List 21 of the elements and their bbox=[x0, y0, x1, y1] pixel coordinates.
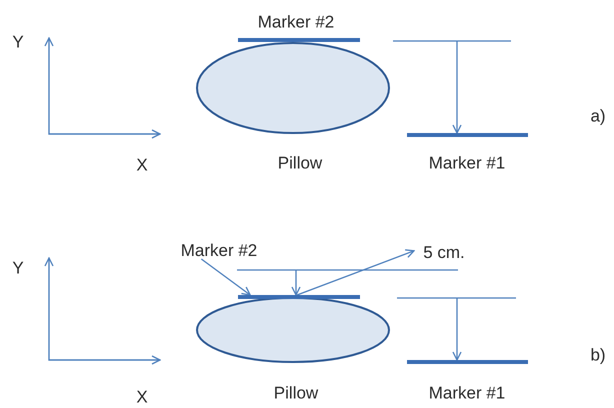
part-label: Marker #2 bbox=[258, 14, 334, 30]
pillow-ellipse bbox=[196, 297, 390, 363]
panel-label: a) bbox=[590, 108, 606, 124]
part-label: Marker #1 bbox=[428, 384, 506, 402]
pillow-ellipse bbox=[196, 42, 390, 134]
axis-label: Y bbox=[12, 34, 24, 50]
axis-label: X bbox=[136, 156, 148, 174]
marker-bar bbox=[238, 38, 360, 42]
leader-line bbox=[296, 249, 415, 296]
callout-text: 5 cm. bbox=[422, 244, 466, 261]
part-label: Marker #1 bbox=[428, 154, 506, 172]
part-label: Pillow bbox=[274, 384, 318, 402]
marker-bar bbox=[238, 295, 360, 299]
callout-text: Marker #2 bbox=[180, 242, 258, 259]
panel-label: b) bbox=[590, 346, 606, 364]
marker-bar bbox=[407, 360, 528, 364]
part-label: Pillow bbox=[278, 154, 322, 172]
axis-label: Y bbox=[12, 260, 24, 276]
axis-label: X bbox=[136, 388, 148, 406]
marker-bar bbox=[407, 133, 528, 137]
leader-line bbox=[200, 258, 251, 296]
